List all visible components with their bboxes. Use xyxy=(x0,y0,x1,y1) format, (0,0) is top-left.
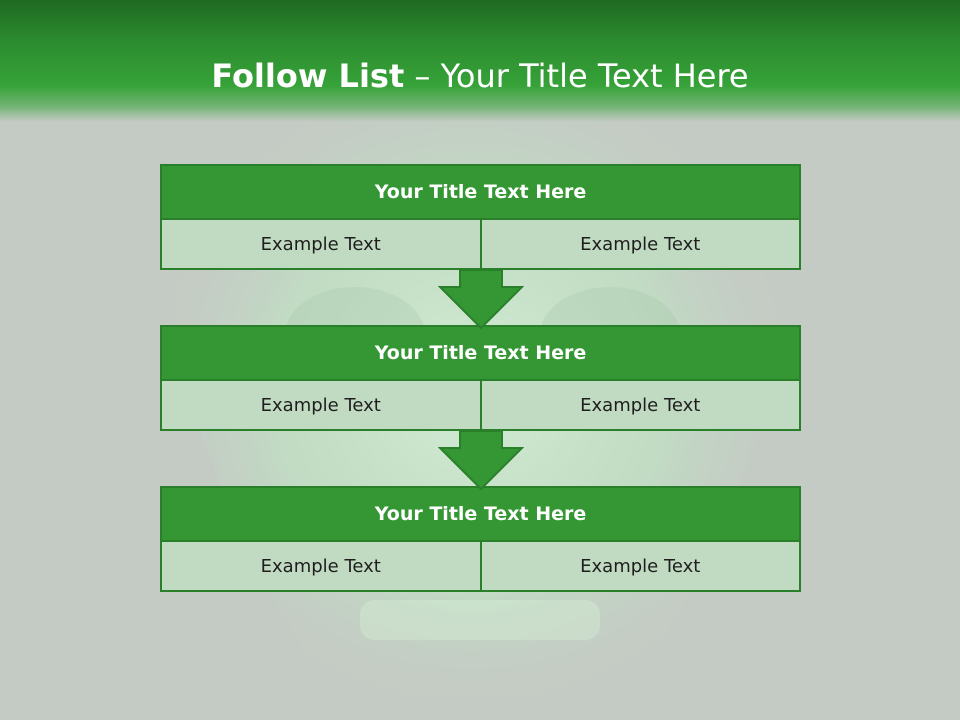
step-row-2: Example Text Example Text xyxy=(160,381,801,431)
slide-title: Follow List – Your Title Text Here xyxy=(0,52,960,100)
step-block-1: Your Title Text Here Example Text Exampl… xyxy=(160,164,801,270)
step-block-2: Your Title Text Here Example Text Exampl… xyxy=(160,325,801,431)
slide-title-bold: Follow List xyxy=(211,57,405,95)
step-title-3: Your Title Text Here xyxy=(160,486,801,542)
step-1-left-text: Example Text xyxy=(260,233,381,255)
step-title-1: Your Title Text Here xyxy=(160,164,801,220)
step-2-right-text: Example Text xyxy=(479,381,800,429)
slide-title-rest: – Your Title Text Here xyxy=(404,57,749,95)
step-2-left-text: Example Text xyxy=(260,394,381,416)
step-row-1: Example Text Example Text xyxy=(160,220,801,270)
step-3-right-text: Example Text xyxy=(479,542,800,590)
header-band xyxy=(0,0,960,122)
down-arrow-icon xyxy=(438,431,524,491)
step-block-3: Your Title Text Here Example Text Exampl… xyxy=(160,486,801,592)
step-3-left-text: Example Text xyxy=(260,555,381,577)
step-1-right-text: Example Text xyxy=(479,220,800,268)
step-row-3: Example Text Example Text xyxy=(160,542,801,592)
down-arrow-icon xyxy=(438,270,524,330)
step-title-2: Your Title Text Here xyxy=(160,325,801,381)
